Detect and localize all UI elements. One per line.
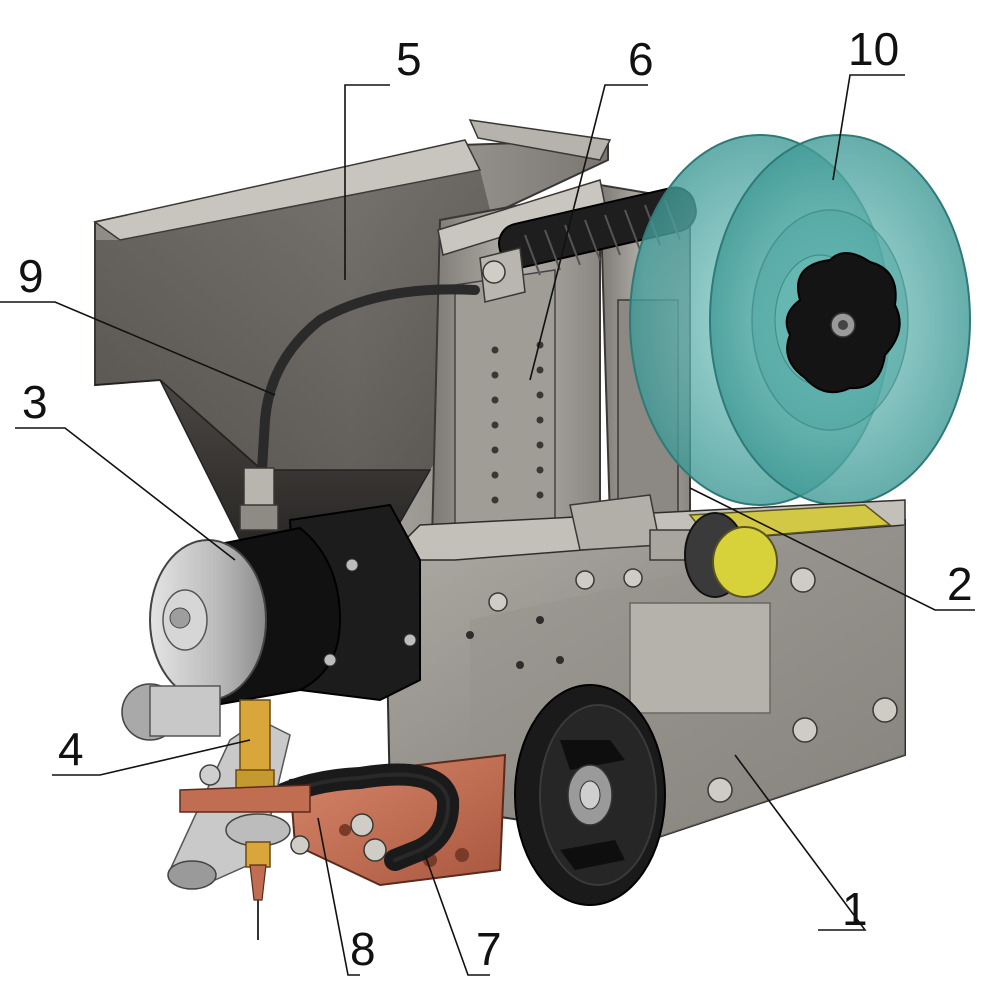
callout-5: 5 (396, 33, 422, 85)
spool-locking-knob (785, 252, 901, 394)
callout-leaders (0, 74, 975, 976)
callout-4: 4 (58, 723, 84, 775)
callout-1: 1 (842, 883, 868, 935)
clamp-screws (290, 813, 387, 862)
welding-torch (167, 699, 311, 940)
gas-hose (259, 763, 460, 871)
callout-7: 7 (476, 923, 502, 975)
callout-3: 3 (22, 376, 48, 428)
callout-numbers: 1 2 3 4 5 6 7 8 9 10 (18, 23, 973, 975)
drive-wheel (514, 684, 666, 906)
callout-9: 9 (18, 250, 44, 302)
knurled-adjust-knob (121, 683, 221, 741)
callout-6: 6 (628, 33, 654, 85)
callout-8: 8 (350, 923, 376, 975)
control-cable (239, 284, 480, 531)
drive-motor (149, 503, 421, 707)
carry-handle (437, 179, 697, 303)
tension-adjust-knob (569, 494, 778, 598)
callout-10: 10 (848, 23, 899, 75)
callout-2: 2 (947, 558, 973, 610)
hopper (93, 119, 612, 561)
